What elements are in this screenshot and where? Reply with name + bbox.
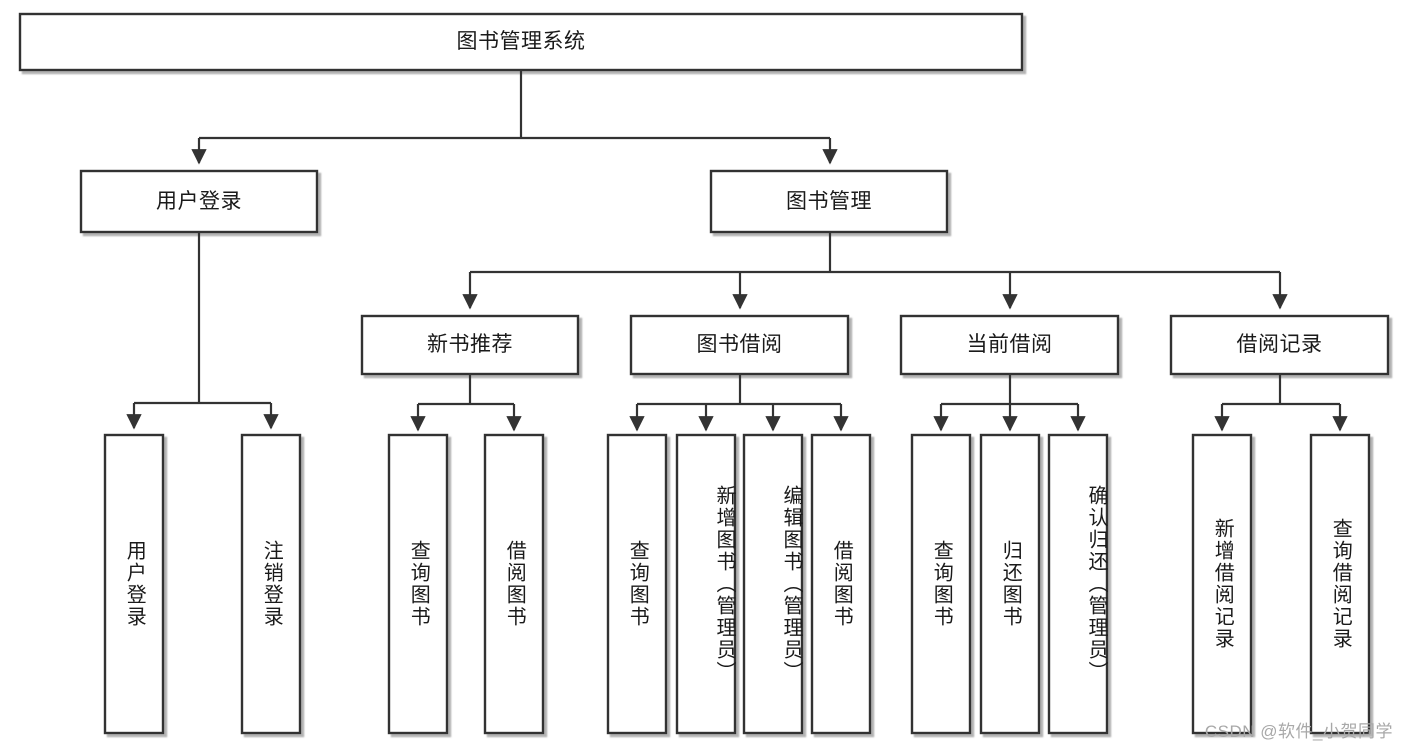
node-leaf-add-book-box[interactable]	[675, 433, 737, 735]
node-current-borrow-box[interactable]	[899, 314, 1120, 376]
node-new-book-recommend-box[interactable]	[360, 314, 580, 376]
node-book-management-box[interactable]	[709, 169, 949, 234]
node-leaf-return-book-box[interactable]	[979, 433, 1041, 735]
node-leaf-query-borrow-record-box[interactable]	[1309, 433, 1371, 735]
node-leaf-add-borrow-record-box[interactable]	[1191, 433, 1253, 735]
csdn-watermark: CSDN @软件_小贺同学	[1204, 722, 1393, 741]
node-leaf-query-book-1-box[interactable]	[387, 433, 449, 735]
node-book-borrow-box[interactable]	[629, 314, 850, 376]
node-leaf-borrow-book-2-box[interactable]	[810, 433, 872, 735]
node-borrow-record-box[interactable]	[1169, 314, 1390, 376]
node-leaf-query-book-3-box[interactable]	[910, 433, 972, 735]
node-leaf-query-book-2-box[interactable]	[606, 433, 668, 735]
node-leaf-user-login-box[interactable]	[103, 433, 165, 735]
node-leaf-confirm-return-box[interactable]	[1047, 433, 1109, 735]
node-leaf-borrow-book-1-box[interactable]	[483, 433, 545, 735]
node-leaf-logout-login-box[interactable]	[240, 433, 302, 735]
node-root-box[interactable]	[18, 12, 1024, 72]
node-leaf-edit-book-box[interactable]	[742, 433, 804, 735]
node-user-login-box[interactable]	[79, 169, 319, 234]
